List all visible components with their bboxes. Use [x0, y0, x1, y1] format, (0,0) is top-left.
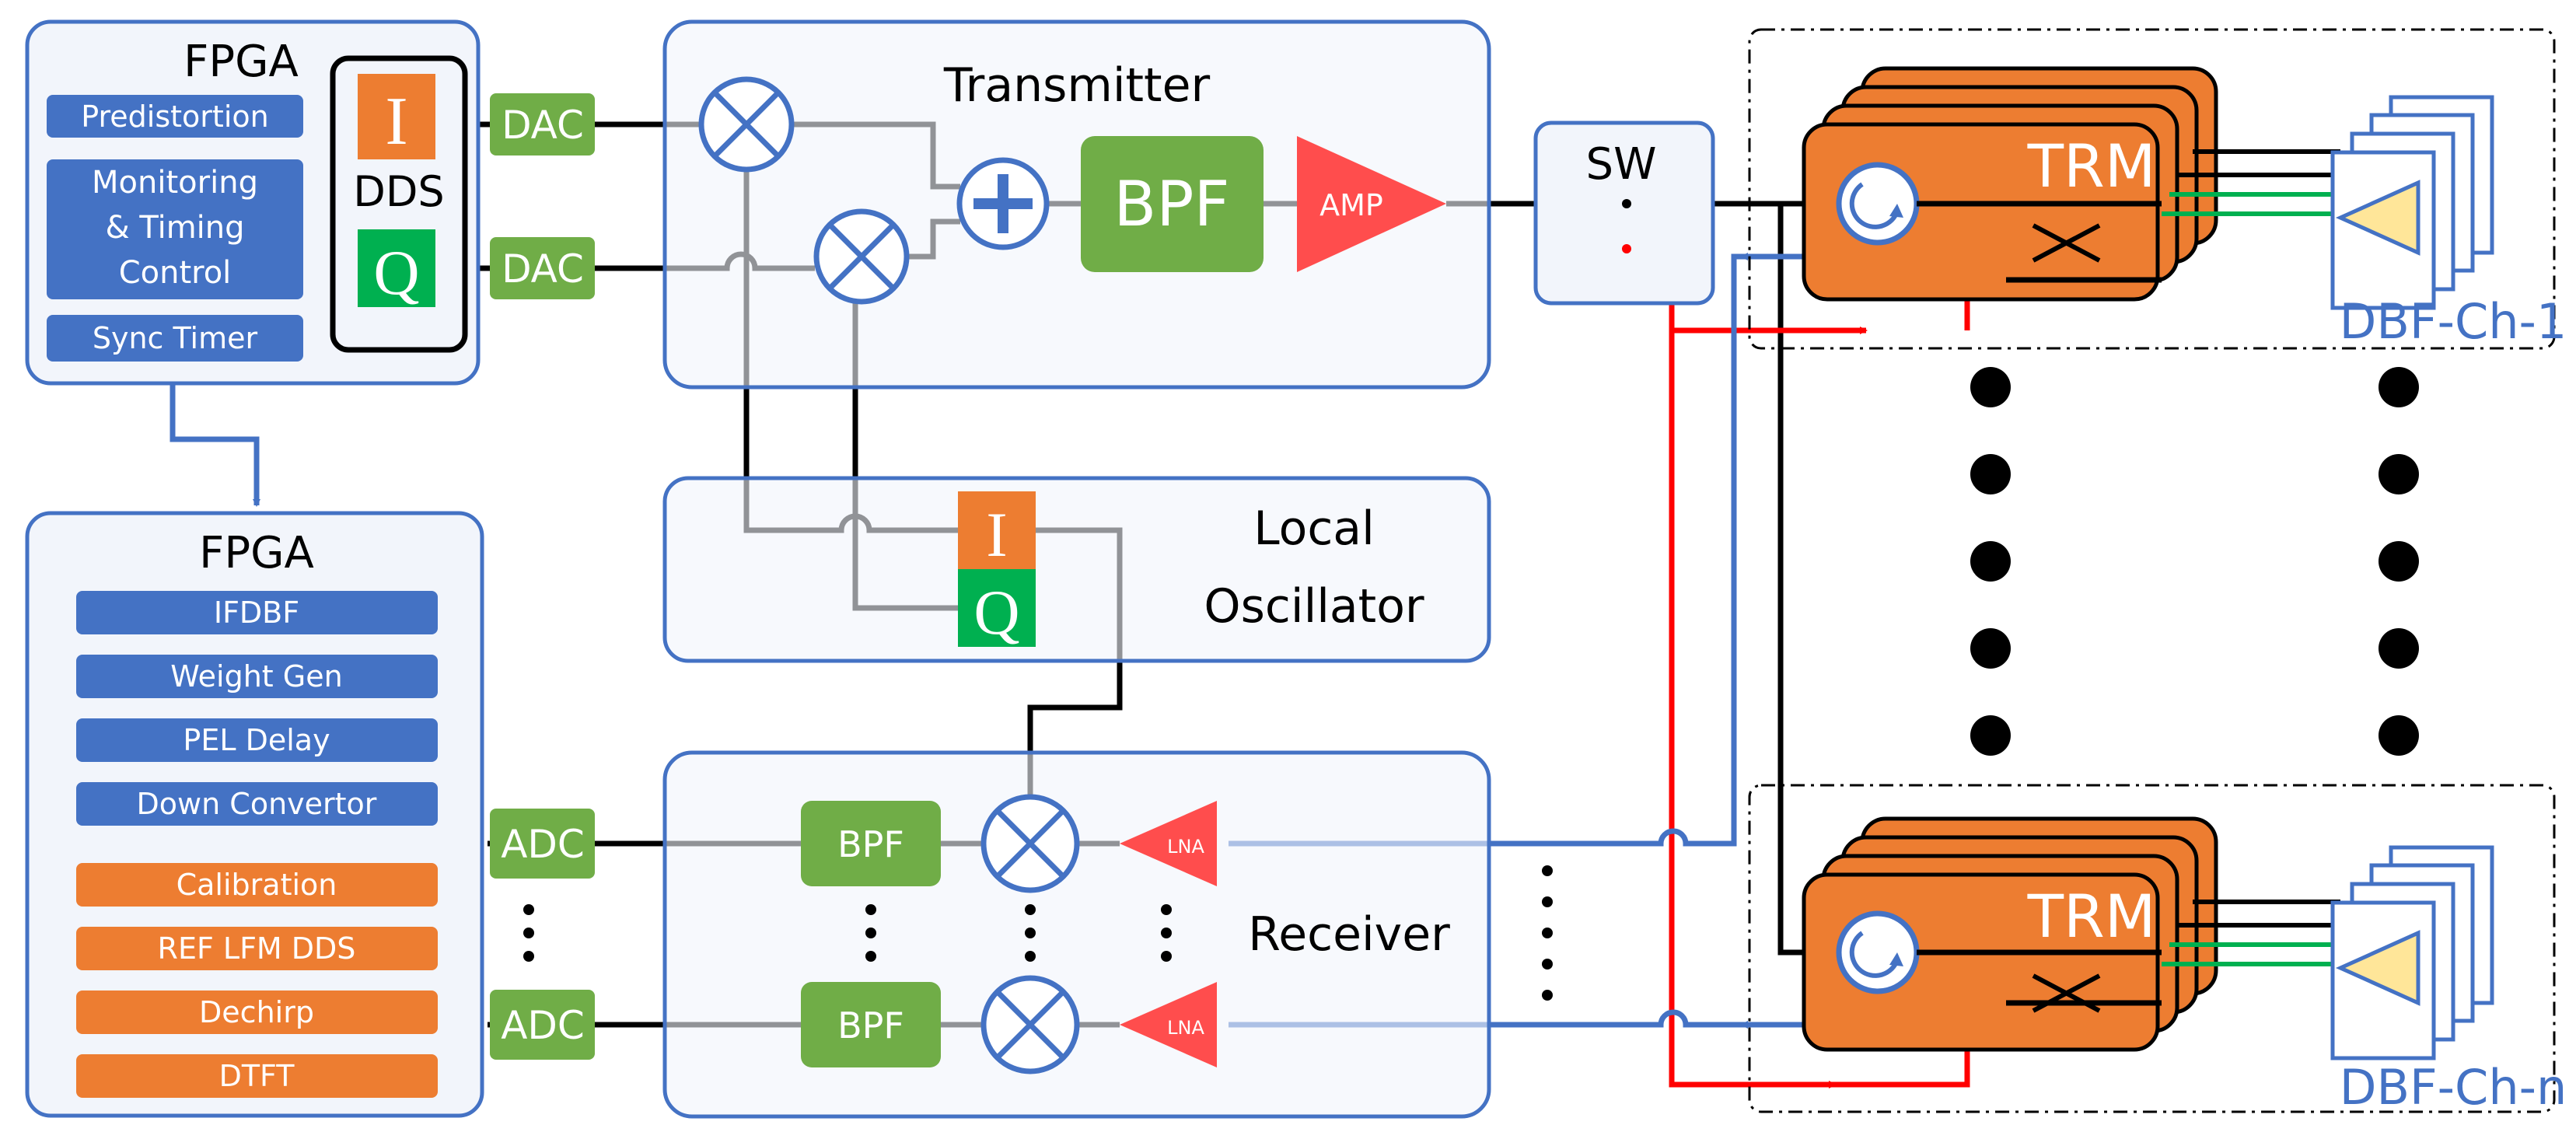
- lo-label-1: Local: [1253, 501, 1375, 556]
- fpga-rx-item-block: [76, 591, 438, 634]
- rx-bpf-1-label: BPF: [837, 823, 904, 865]
- dds-label: DDS: [353, 167, 444, 216]
- trm-n-label: TRM: [2027, 882, 2156, 951]
- trm-1-label: TRM: [2027, 131, 2156, 201]
- channel-n-group: TRM DBF-Ch-n: [1748, 784, 2567, 1116]
- trm-n-outputs: [2162, 900, 2340, 966]
- fpga-tx-block: FPGA Predistortion Monitoring & Timing C…: [25, 19, 481, 386]
- monitoring-label-1: Monitoring: [92, 165, 258, 201]
- fpga-rx-item-label: DTFT: [219, 1059, 295, 1093]
- antenna-n-stack: [2330, 845, 2494, 1060]
- adc-2-label: ADC: [501, 1003, 585, 1048]
- predistortion-label: Predistortion: [81, 100, 268, 134]
- monitoring-label-2: & Timing: [105, 210, 244, 246]
- monitoring-block: [47, 159, 303, 299]
- receive-lines: [170, 247, 1900, 1029]
- channel-n-label: DBF-Ch-n: [2340, 1059, 2567, 1116]
- channel-1-frame: [1748, 28, 2556, 350]
- lo-i-label: I: [986, 499, 1007, 570]
- transmitter-block: Transmitter BPF AMP: [662, 19, 1491, 390]
- fpga-rx-item-block: [76, 863, 438, 907]
- fpga-rx-item-label: PEL Delay: [183, 723, 330, 757]
- fpga-rx-item-block: [76, 782, 438, 826]
- fpga-tx-title: FPGA: [184, 37, 299, 87]
- dds-i-label: I: [385, 84, 407, 159]
- channel-1-group: TRM DBF-Ch-1: [1748, 28, 2567, 350]
- dds-q-label: Q: [373, 237, 419, 308]
- sync-timer-block: [47, 315, 303, 362]
- rx-bpf-2: [801, 982, 941, 1067]
- fpga-rx-item-block: [76, 927, 438, 970]
- fpga-rx-item-block: [76, 718, 438, 762]
- lo-label-2: Oscillator: [1204, 579, 1424, 634]
- fpga-rx-item-block: [76, 1054, 438, 1098]
- adc-ellipsis: [523, 904, 534, 962]
- channel-1-label: DBF-Ch-1: [2340, 293, 2567, 350]
- rx-bpf-2-label: BPF: [837, 1004, 904, 1046]
- lna-1-triangle: [1120, 801, 1217, 886]
- transmitter-title: Transmitter: [943, 58, 1211, 113]
- rx-mixer-1: [980, 794, 1080, 893]
- monitoring-label-3: Control: [119, 255, 232, 291]
- between-ellipsis: [1542, 865, 1553, 1001]
- trm-1-cross-b: [2032, 223, 2101, 263]
- channel-ellipsis: [1970, 367, 2419, 756]
- dac-2: DAC: [490, 237, 595, 299]
- fpga-rx-item-label: Dechirp: [199, 995, 314, 1029]
- trm-n-cross-b: [2032, 973, 2101, 1013]
- lo-q-block: [958, 569, 1036, 647]
- lna-2-triangle: [1120, 982, 1217, 1067]
- fpga-rx-item-label: Calibration: [177, 868, 337, 902]
- lna-2-label: LNA: [1167, 1017, 1204, 1039]
- sw-block: SW: [1533, 121, 1715, 306]
- trm-1-outputs: [2162, 149, 2340, 216]
- rx-mixer-2: [980, 975, 1080, 1074]
- lo-i-block: [958, 491, 1036, 569]
- amp-label: AMP: [1319, 188, 1383, 222]
- dac-2-label: DAC: [502, 246, 584, 292]
- fpga-rx-item-block: [76, 655, 438, 698]
- fpga-rx-item-label: IFDBF: [214, 596, 299, 630]
- antenna-1-stack: [2330, 95, 2494, 310]
- adder-icon: [956, 157, 1050, 250]
- lo-q-label: Q: [973, 577, 1019, 648]
- lna-1-label: LNA: [1167, 836, 1204, 858]
- dds-q-block: [358, 229, 435, 307]
- sync-timer-label: Sync Timer: [93, 321, 258, 355]
- tx-mixer-2: [813, 208, 910, 305]
- adc-1-label: ADC: [501, 822, 585, 867]
- amp-triangle: [1297, 136, 1446, 272]
- fpga-rx-title: FPGA: [199, 528, 314, 578]
- adc-1: ADC: [490, 809, 595, 879]
- fpga-rx-item-label: REF LFM DDS: [158, 931, 356, 966]
- dac-1-label: DAC: [502, 103, 584, 148]
- circulator-1-icon: [1836, 162, 1920, 246]
- dds-frame: [330, 55, 468, 353]
- receiver-ellipsis: [865, 904, 1172, 962]
- sw-label: SW: [1586, 139, 1657, 190]
- adc-2: ADC: [490, 990, 595, 1060]
- local-oscillator-block: Local Oscillator I Q: [662, 476, 1491, 663]
- receiver-title: Receiver: [1248, 907, 1450, 962]
- fpga-rx-item-label: Down Convertor: [137, 787, 377, 821]
- dds-i-block: [358, 74, 435, 159]
- fpga-rx-item-block: [76, 990, 438, 1034]
- predistortion-block: [47, 95, 303, 138]
- tx-bpf-label: BPF: [1113, 168, 1229, 240]
- tx-bpf-block: [1081, 136, 1264, 272]
- trm-1-stack: [1802, 66, 2218, 302]
- fpga-rx-item-label: Weight Gen: [170, 659, 342, 694]
- circulator-n-icon: [1836, 910, 1920, 994]
- receiver-block: Receiver BPF BPF LNA LNA: [662, 750, 1491, 1119]
- rx-bpf-1: [801, 801, 941, 886]
- tx-mixer-1: [698, 76, 795, 173]
- dac-1: DAC: [490, 93, 595, 155]
- channel-n-frame: [1748, 784, 2556, 1113]
